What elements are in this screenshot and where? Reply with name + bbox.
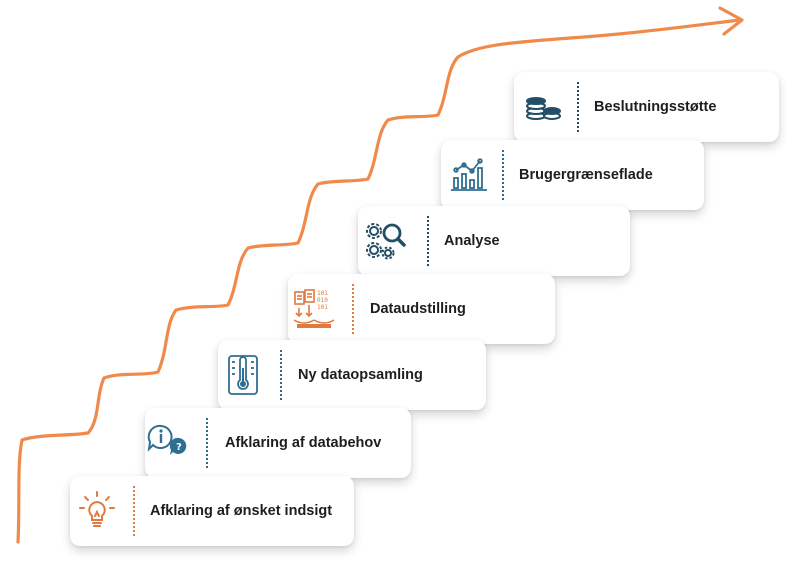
info-question-icon: ? xyxy=(147,424,187,455)
step-analyse: Analyse xyxy=(358,206,630,276)
step-divider xyxy=(577,82,579,132)
svg-text:101: 101 xyxy=(317,304,328,311)
step-afklaring-databehov: ? Afklaring af databehov xyxy=(145,408,411,478)
step-divider xyxy=(502,150,504,200)
step-label: Ny dataopsamling xyxy=(298,367,423,383)
svg-text:101: 101 xyxy=(317,290,328,297)
step-divider xyxy=(427,216,429,266)
svg-text:010: 010 xyxy=(317,297,328,304)
step-ny-dataopsamling: Ny dataopsamling xyxy=(218,340,486,410)
step-label: Afklaring af databehov xyxy=(225,435,382,451)
step-beslutningsstotte: Beslutningsstøtte xyxy=(514,72,779,142)
step-label: Brugergrænseflade xyxy=(519,167,653,183)
step-afklaring-oensket-indsigt: Afklaring af ønsket indsigt xyxy=(70,476,354,546)
step-brugergraenseflade: Brugergrænseflade xyxy=(441,140,704,210)
step-divider xyxy=(352,284,354,334)
coin-stack-icon xyxy=(526,97,561,120)
svg-text:?: ? xyxy=(176,442,182,453)
gear-search-icon xyxy=(366,223,406,260)
step-divider xyxy=(280,350,282,400)
bar-chart-icon xyxy=(451,158,487,191)
thermometer-icon xyxy=(228,355,258,395)
step-divider xyxy=(206,418,208,468)
step-label: Dataudstilling xyxy=(370,301,466,317)
step-divider xyxy=(133,486,135,536)
data-transfer-icon: 101 010 101 xyxy=(293,289,335,328)
step-label: Analyse xyxy=(444,233,500,249)
step-label: Afklaring af ønsket indsigt xyxy=(150,503,333,519)
lightbulb-icon xyxy=(79,491,115,527)
step-label: Beslutningsstøtte xyxy=(594,99,717,115)
step-dataudstilling: 101 010 101 Dataudstilling xyxy=(288,274,555,344)
